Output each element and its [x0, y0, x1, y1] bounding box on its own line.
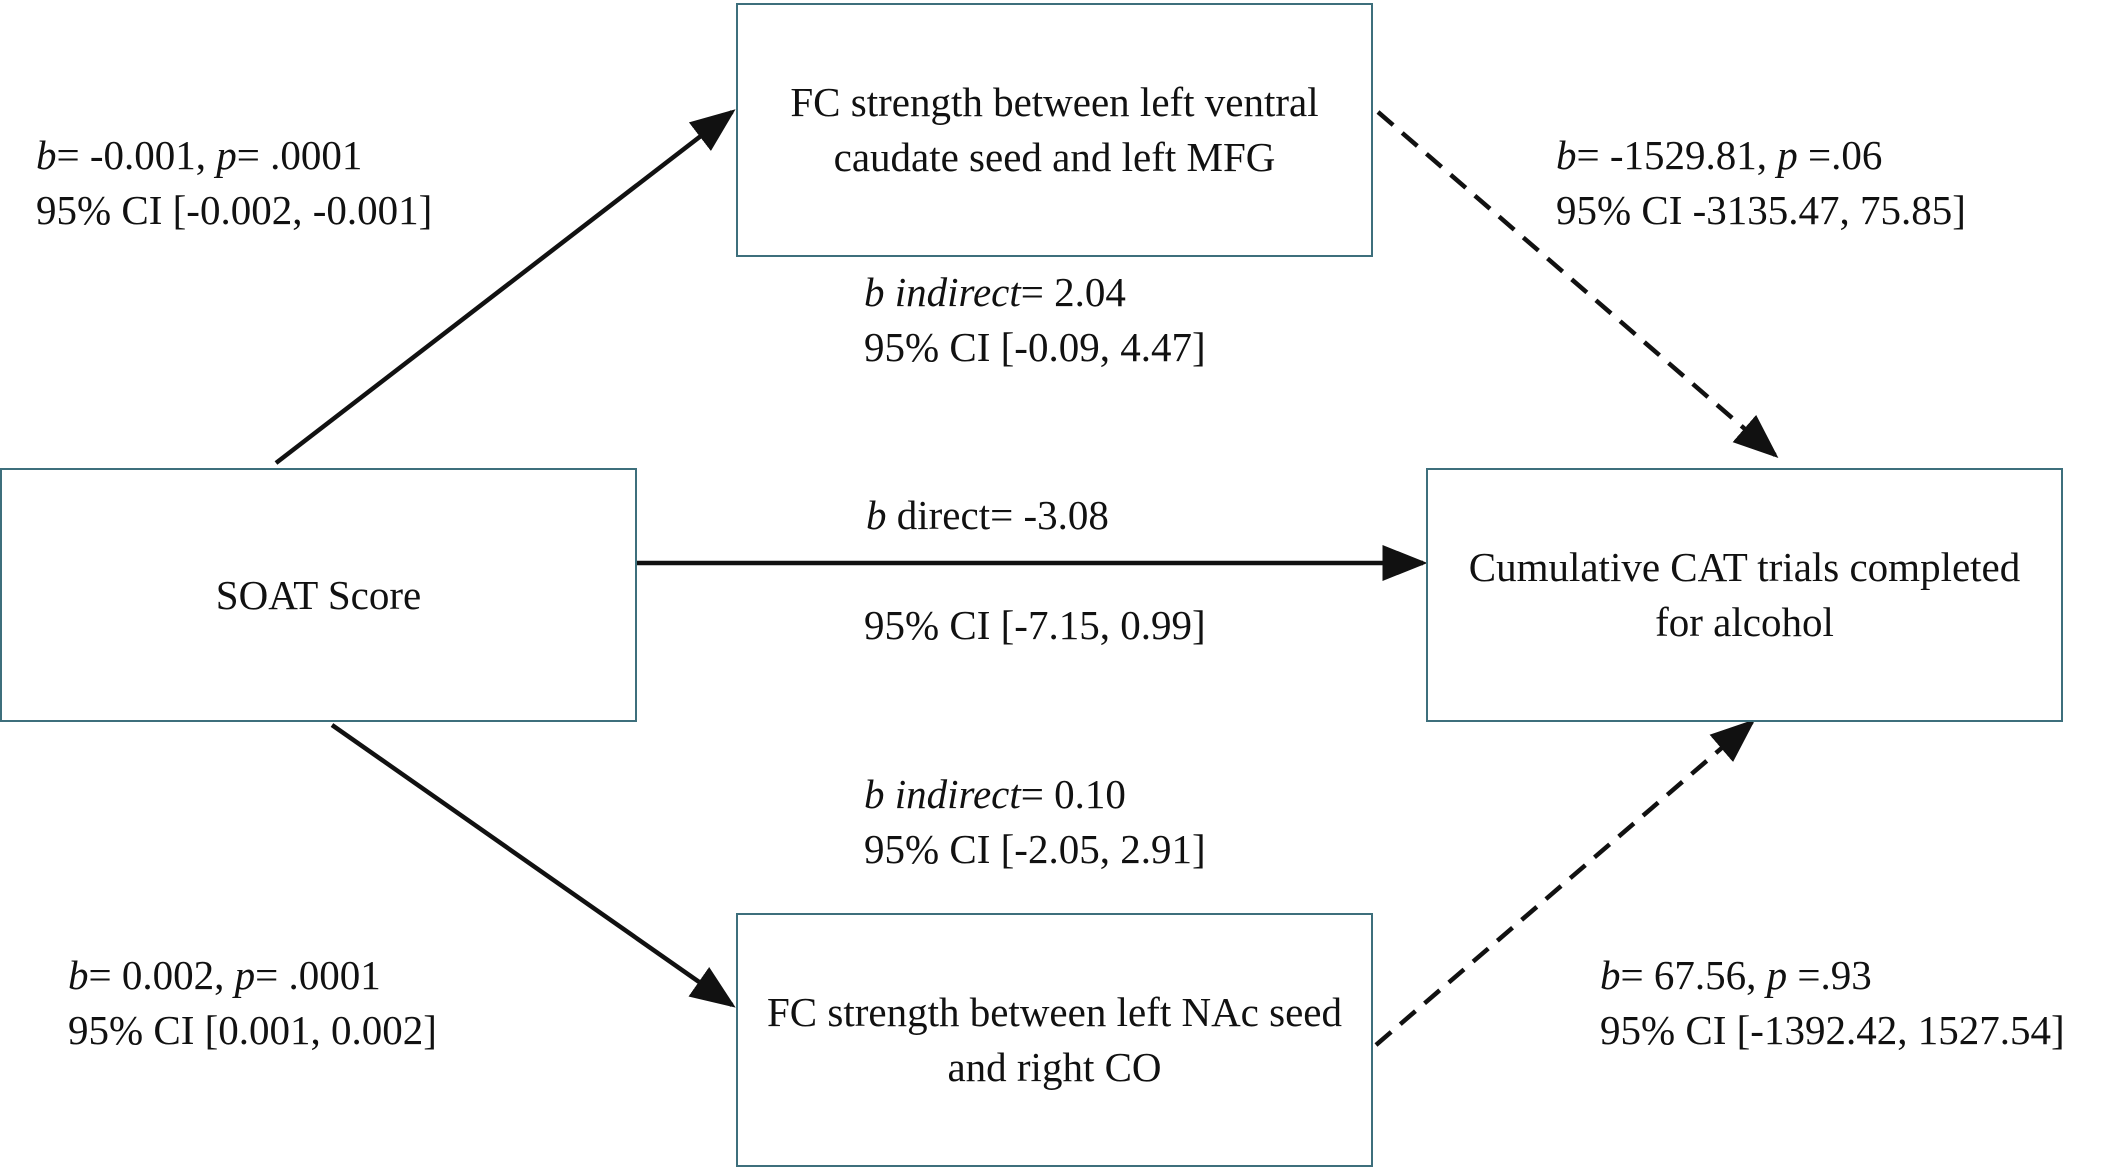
b-top-b-value: = -1529.81, — [1576, 132, 1778, 178]
b-top-p-value: =.06 — [1797, 132, 1883, 178]
outcome-box: Cumulative CAT trials completed for alco… — [1426, 468, 2063, 722]
top-mediator-label: FC strength between left ventral caudate… — [790, 79, 1319, 180]
a-top-b-value: = -0.001, — [56, 132, 217, 178]
b-bottom-b-value: = 67.56, — [1620, 952, 1767, 998]
b-top-p-symbol: p — [1777, 132, 1798, 178]
indirect-bottom-coefficient: b indirect= 0.10 — [864, 767, 1126, 822]
b-bottom-coefficient: b= 67.56, p =.93 — [1600, 948, 1872, 1003]
a-bottom-p-value: = .0001 — [255, 952, 381, 998]
b-top-b-symbol: b — [1556, 132, 1577, 178]
bottom-mediator-box: FC strength between left NAc seed and ri… — [736, 913, 1373, 1167]
top-mediator-box: FC strength between left ventral caudate… — [736, 3, 1373, 257]
b-bottom-p-value: =.93 — [1787, 952, 1872, 998]
a-top-p-value: = .0001 — [236, 132, 363, 178]
direct-ci: 95% CI [-7.15, 0.99] — [864, 602, 1206, 648]
b-bottom-ci: 95% CI [-1392.42, 1527.54] — [1600, 1007, 2065, 1053]
arrow-predictor-to-bottom-mediator — [330, 723, 736, 1008]
a-top-ci: 95% CI [-0.002, -0.001] — [36, 187, 433, 233]
indirect-top-b-value: = 2.04 — [1020, 269, 1126, 315]
b-bottom-b-symbol: b — [1600, 952, 1621, 998]
arrow-predictor-to-top-mediator — [274, 109, 736, 465]
indirect-bottom-b-value: = 0.10 — [1020, 771, 1126, 817]
direct-b-value: direct= -3.08 — [886, 492, 1109, 538]
direct-b-symbol: b — [866, 492, 887, 538]
a-bottom-coefficient: b= 0.002, p= .0001 — [68, 948, 381, 1003]
b-bottom-p-symbol: p — [1766, 952, 1788, 998]
a-bottom-b-value: = 0.002, — [88, 952, 235, 998]
arrow-top-mediator-to-outcome — [1376, 110, 1779, 458]
indirect-top-coefficient: b indirect= 2.04 — [864, 265, 1126, 320]
indirect-top-ci: 95% CI [-0.09, 4.47] — [864, 324, 1206, 370]
outcome-label: Cumulative CAT trials completed for alco… — [1468, 544, 2021, 645]
indirect-bottom-b-symbol: b indirect — [864, 771, 1021, 817]
indirect-top-b-symbol: b indirect — [864, 269, 1021, 315]
a-bottom-b-symbol: b — [68, 952, 89, 998]
bottom-mediator-label: FC strength between left NAc seed and ri… — [767, 989, 1342, 1090]
a-top-p-symbol: p — [216, 132, 237, 178]
a-top-b-symbol: b — [36, 132, 57, 178]
b-top-coefficient: b= -1529.81, p =.06 — [1556, 128, 1882, 183]
a-bottom-ci: 95% CI [0.001, 0.002] — [68, 1007, 437, 1053]
arrow-bottom-mediator-to-outcome — [1374, 719, 1756, 1047]
predictor-label: SOAT Score — [215, 571, 422, 618]
direct-coefficient: b direct= -3.08 — [866, 488, 1109, 543]
a-bottom-p-symbol: p — [234, 952, 256, 998]
a-top-coefficient: b= -0.001, p= .0001 — [36, 128, 362, 183]
b-top-ci: 95% CI -3135.47, 75.85] — [1556, 187, 1966, 233]
indirect-bottom-ci: 95% CI [-2.05, 2.91] — [864, 826, 1206, 872]
predictor-box: SOAT Score — [0, 468, 637, 722]
